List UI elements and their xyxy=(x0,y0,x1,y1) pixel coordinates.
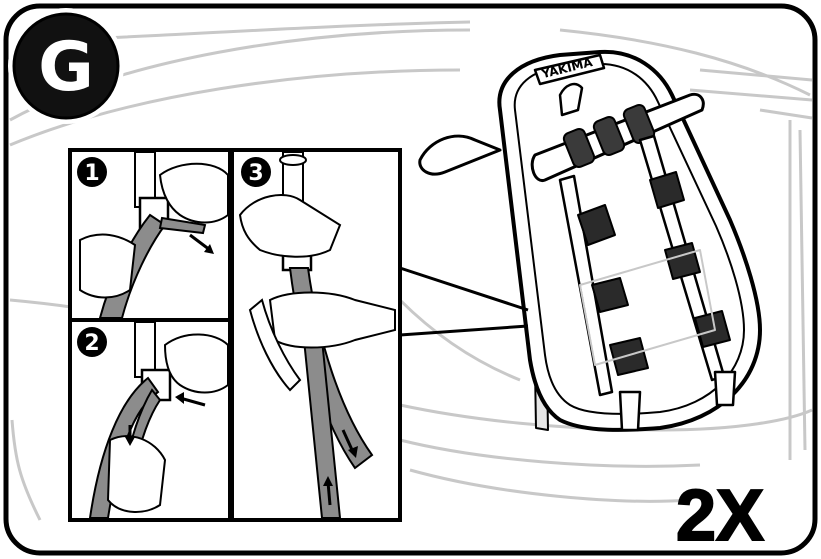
quantity-label: 2X xyxy=(676,476,764,556)
inset-badge-2: 2 xyxy=(77,327,107,357)
inset-badge-1: 1 xyxy=(77,157,107,187)
step-badge: G xyxy=(8,8,124,124)
inset-badge-3: 3 xyxy=(241,157,271,187)
inset-number-2: 2 xyxy=(84,331,99,356)
brand-plate xyxy=(533,53,606,86)
bike-rack xyxy=(418,49,762,432)
inset-number-1: 1 xyxy=(84,161,99,186)
inset-2-strap xyxy=(88,376,160,519)
inset-panel-3 xyxy=(230,148,402,522)
callout-lines xyxy=(399,266,529,337)
rack-hook-left xyxy=(418,134,502,176)
inset-number-3: 3 xyxy=(248,161,263,186)
step-letter: G xyxy=(38,28,94,107)
